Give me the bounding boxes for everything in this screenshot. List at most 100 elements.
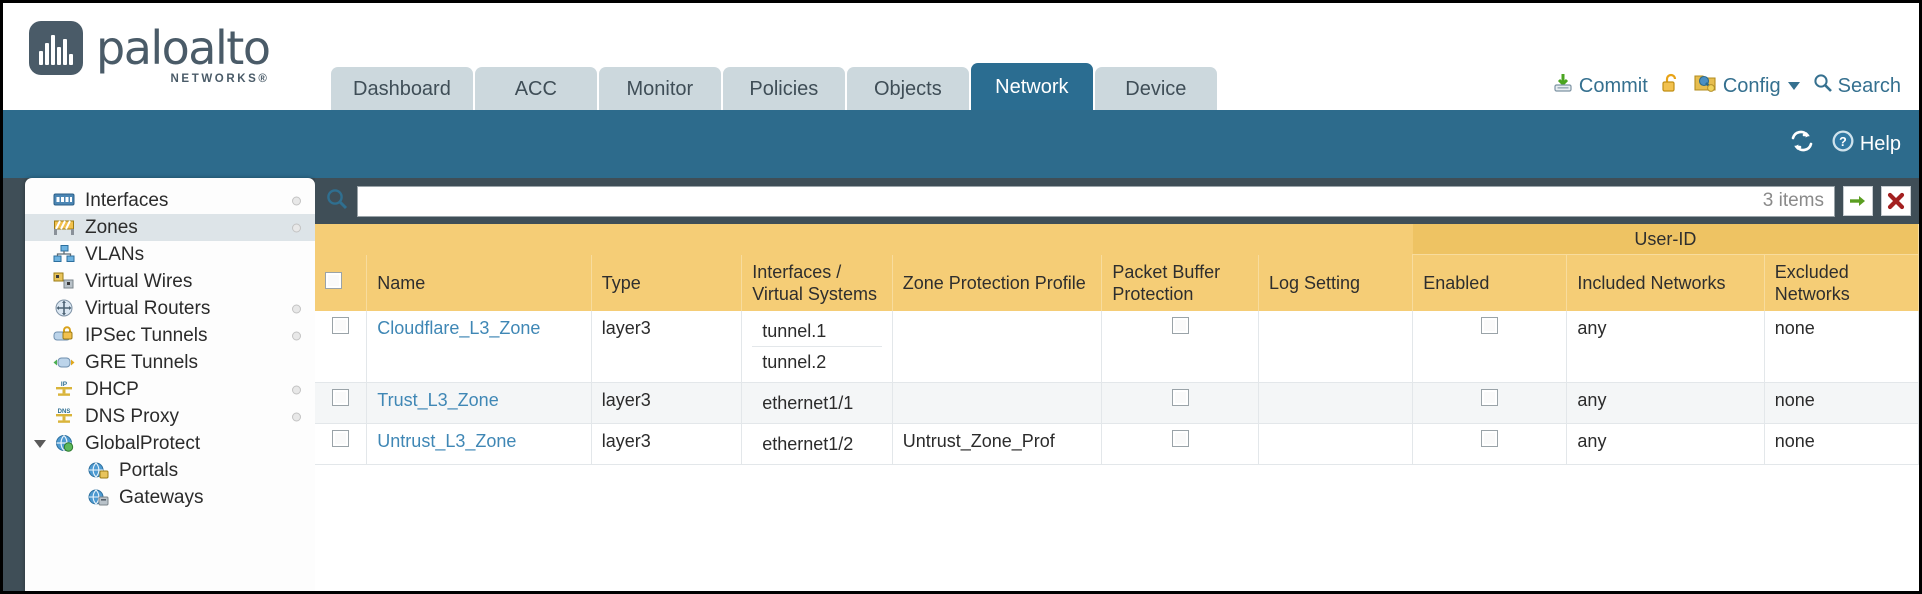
config-menu[interactable]: Config — [1694, 72, 1800, 100]
svg-text:?: ? — [1839, 135, 1847, 149]
userid-enabled-checkbox[interactable] — [1481, 430, 1499, 447]
zone-name-cell[interactable]: Untrust_L3_Zone — [366, 423, 592, 465]
log-setting-cell — [1258, 423, 1414, 465]
column-header-included-networks[interactable]: Included Networks — [1566, 254, 1765, 311]
refresh-icon[interactable] — [1789, 129, 1815, 159]
sidebar-item-label: VLANs — [85, 243, 145, 265]
chevron-down-icon[interactable] — [34, 439, 46, 448]
filter-search-icon[interactable] — [325, 187, 349, 216]
sidebar-item-gre-tunnels[interactable]: GRE Tunnels — [25, 349, 315, 376]
zone-protection-profile-cell — [892, 382, 1103, 424]
zones-content-panel: 3 items — [315, 178, 1919, 591]
tab-dashboard[interactable]: Dashboard — [331, 67, 473, 110]
column-header-packet-buffer-protection[interactable]: Packet Buffer Protection — [1101, 254, 1259, 311]
sidebar-item-label: Virtual Wires — [85, 270, 193, 292]
row-select-cell[interactable] — [315, 423, 368, 465]
row-select-cell[interactable] — [315, 382, 368, 424]
sidebar-item-globalprotect[interactable]: GlobalProtect — [25, 430, 315, 457]
apply-filter-button[interactable] — [1843, 186, 1873, 216]
packet-buffer-protection-checkbox[interactable] — [1171, 430, 1189, 447]
help-button[interactable]: ? Help — [1831, 129, 1901, 159]
column-header-interfaces-virtual-systems[interactable]: Interfaces / Virtual Systems — [741, 254, 893, 311]
globalprotect-icon — [53, 434, 77, 453]
packet-buffer-protection-checkbox[interactable] — [1171, 317, 1189, 334]
userid-enabled-checkbox[interactable] — [1481, 317, 1499, 334]
vlans-icon — [53, 245, 77, 264]
tab-device[interactable]: Device — [1094, 67, 1217, 110]
dhcp-icon: IP — [53, 380, 77, 399]
commit-button[interactable]: Commit — [1552, 72, 1648, 100]
filter-input-wrap[interactable]: 3 items — [357, 185, 1835, 217]
sidebar-item-virtual-wires[interactable]: Virtual Wires — [25, 268, 315, 295]
zone-name-link[interactable]: Trust_L3_Zone — [377, 390, 499, 410]
sidebar-item-zones[interactable]: Zones — [25, 214, 315, 241]
userid-enabled-checkbox[interactable] — [1481, 389, 1499, 406]
column-header-type[interactable]: Type — [591, 254, 743, 311]
select-all-checkbox[interactable] — [325, 271, 342, 289]
sidebar-item-interfaces[interactable]: Interfaces — [25, 187, 315, 214]
userid-enabled-cell[interactable] — [1412, 423, 1568, 465]
column-header-excluded-networks[interactable]: Excluded Networks — [1764, 254, 1919, 311]
column-header-zone-protection-profile[interactable]: Zone Protection Profile — [892, 254, 1103, 311]
sidebar-item-ipsec-tunnels[interactable]: IPSec Tunnels — [25, 322, 315, 349]
zone-name-link[interactable]: Cloudflare_L3_Zone — [377, 318, 541, 338]
column-header-enabled[interactable]: Enabled — [1412, 254, 1568, 311]
zone-name-cell[interactable]: Cloudflare_L3_Zone — [366, 311, 592, 383]
zone-type-cell: layer3 — [591, 423, 743, 465]
excluded-networks-cell: none — [1764, 423, 1919, 465]
excluded-networks-cell: none — [1764, 382, 1919, 424]
packet-buffer-protection-checkbox[interactable] — [1171, 389, 1189, 406]
row-checkbox[interactable] — [332, 389, 350, 406]
sidebar-item-status-dot — [292, 223, 301, 232]
chevron-down-icon — [1787, 82, 1800, 90]
tab-network[interactable]: Network — [970, 63, 1093, 110]
brand-subtitle: NETWORKS® — [170, 73, 270, 85]
help-label: Help — [1859, 132, 1901, 155]
dns-proxy-icon: DNS — [53, 407, 77, 426]
zone-protection-profile-cell — [892, 311, 1103, 383]
sidebar-item-portals[interactable]: Portals — [25, 457, 315, 484]
userid-enabled-cell[interactable] — [1412, 382, 1568, 424]
clear-filter-button[interactable] — [1881, 186, 1911, 216]
unlock-button[interactable] — [1661, 72, 1681, 100]
search-button[interactable]: Search — [1813, 73, 1901, 99]
sidebar-item-virtual-routers[interactable]: Virtual Routers — [25, 295, 315, 322]
sidebar-item-status-dot — [292, 385, 301, 394]
packet-buffer-protection-cell[interactable] — [1101, 423, 1259, 465]
select-all-header[interactable] — [315, 254, 368, 311]
column-header-name[interactable]: Name — [366, 254, 592, 311]
search-icon — [1813, 73, 1833, 99]
tab-acc[interactable]: ACC — [474, 67, 597, 110]
interfaces-icon — [53, 191, 77, 210]
row-checkbox[interactable] — [332, 317, 350, 334]
sidebar-item-vlans[interactable]: VLANs — [25, 241, 315, 268]
zone-interfaces-cell: ethernet1/2 — [741, 423, 893, 465]
zone-name-link[interactable]: Untrust_L3_Zone — [377, 431, 517, 451]
tab-objects[interactable]: Objects — [846, 67, 969, 110]
items-count: 3 items — [1762, 190, 1824, 211]
log-setting-cell — [1258, 311, 1414, 383]
zones-icon — [53, 218, 77, 237]
tab-policies[interactable]: Policies — [722, 67, 845, 110]
sidebar-item-gateways[interactable]: Gateways — [25, 484, 315, 511]
sidebar-item-dhcp[interactable]: IP DHCP — [25, 376, 315, 403]
config-icon — [1694, 72, 1718, 100]
packet-buffer-protection-cell[interactable] — [1101, 311, 1259, 383]
included-networks-cell: any — [1566, 423, 1765, 465]
packet-buffer-protection-cell[interactable] — [1101, 382, 1259, 424]
tab-monitor[interactable]: Monitor — [598, 67, 721, 110]
sidebar-item-label: DHCP — [85, 378, 139, 400]
zone-name-cell[interactable]: Trust_L3_Zone — [366, 382, 592, 424]
row-select-cell[interactable] — [315, 311, 368, 383]
column-header-log-setting[interactable]: Log Setting — [1258, 254, 1414, 311]
userid-enabled-cell[interactable] — [1412, 311, 1568, 383]
sidebar-item-label: Portals — [119, 459, 179, 481]
row-checkbox[interactable] — [332, 430, 350, 447]
